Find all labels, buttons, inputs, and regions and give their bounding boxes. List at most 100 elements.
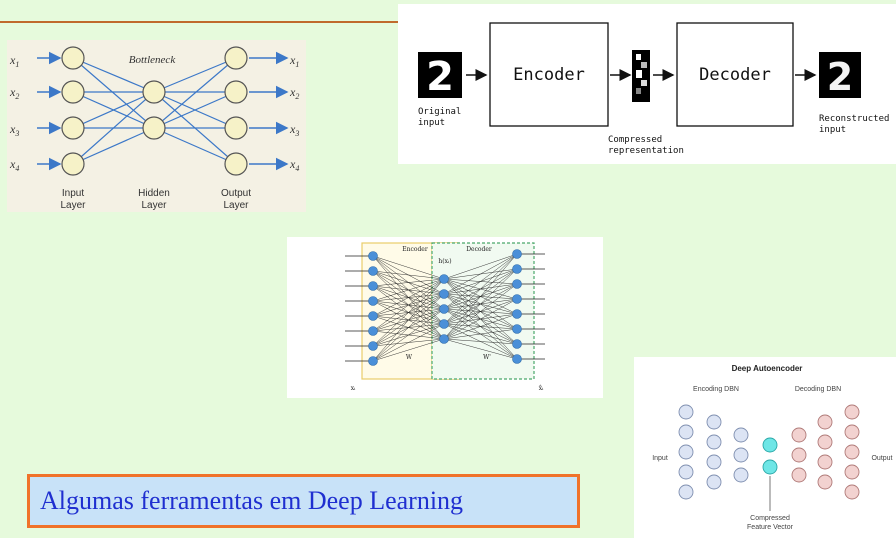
caption-box: Algumas ferramentas em Deep Learning: [27, 474, 580, 528]
code-neuron-5: [439, 334, 449, 344]
edge: [443, 338, 518, 345]
output-neuron-1: [512, 249, 522, 259]
edge: [372, 293, 445, 362]
code-neuron-1: [439, 274, 449, 284]
edge: [372, 270, 445, 280]
decoding-l2-node-3: [817, 454, 833, 470]
output-label-2: x2: [289, 85, 299, 101]
edge: [372, 338, 445, 362]
edge: [443, 328, 518, 340]
edge: [72, 57, 155, 93]
output-label-1: x1: [289, 53, 299, 69]
compressed-line1: Compressed: [608, 135, 662, 145]
edge: [72, 127, 155, 165]
reconstructed-digit-glyph: 2: [827, 55, 853, 99]
code-neuron-2: [439, 289, 449, 299]
encoding-l2-node-4: [706, 474, 722, 490]
encoding-l2-node-2: [706, 434, 722, 450]
decoding-l3-node-5: [844, 484, 860, 500]
output-xhat-label: x̂ᵢ: [539, 385, 544, 392]
compressed-line2: representation: [608, 146, 684, 156]
output-node-2: [224, 80, 248, 104]
edge: [153, 91, 237, 129]
edge: [372, 323, 445, 362]
input-neuron-7: [368, 341, 378, 351]
code-node-1: [762, 437, 778, 453]
edge: [443, 268, 518, 340]
edge: [72, 57, 155, 129]
bottleneck-network-svg: Bottleneck x1 x2 x3 x4 x1 x2 x3 x4 Input…: [9, 46, 299, 211]
original-input-line2: input: [418, 118, 445, 128]
input-node-1: [61, 46, 85, 70]
encoding-l1-node-4: [678, 464, 694, 480]
output-label: Output: [871, 455, 892, 462]
encoder-label: Encoder: [513, 65, 585, 85]
edge: [443, 283, 518, 340]
input-neuron-4: [368, 296, 378, 306]
decoding-l2-node-4: [817, 474, 833, 490]
input-neuron-5: [368, 311, 378, 321]
encoder-title: Encoder: [402, 246, 428, 253]
edge: [72, 91, 155, 165]
edge: [153, 57, 237, 93]
encoder-box: [489, 22, 609, 127]
original-digit-glyph: 2: [426, 54, 454, 100]
edge: [443, 298, 518, 340]
input-layer-label-line2: Layer: [60, 200, 86, 211]
hidden-layer-label-line1: Hidden: [138, 188, 170, 199]
input-node-3: [61, 116, 85, 140]
hidden-node-2: [142, 116, 166, 140]
deep-autoencoder-svg: Deep Autoencoder Encoding DBN Decoding D…: [652, 364, 892, 531]
dense-autoencoder-svg: Encoder h(xᵢ) Decoder W W' xᵢ x̂ᵢ: [345, 242, 545, 392]
original-input-line1: Original: [418, 107, 461, 117]
edge: [443, 253, 518, 295]
output-neuron-6: [512, 324, 522, 334]
encoder-decoder-svg: 2 Encoder Decoder 2 Original input Compr…: [418, 22, 889, 156]
encoding-l1-node-2: [678, 424, 694, 440]
weight-w-label: W: [406, 354, 413, 361]
decoding-l1-node-2: [791, 447, 807, 463]
input-neuron-1: [368, 251, 378, 261]
encoding-l1-node-1: [678, 404, 694, 420]
input-node-2: [61, 80, 85, 104]
edge: [372, 278, 445, 362]
original-digit-image: [418, 52, 462, 98]
compressed-vector-line2: Feature Vector: [747, 524, 794, 531]
reconstructed-digit-image: [819, 52, 861, 98]
output-neuron-8: [512, 354, 522, 364]
dense-autoencoder-figure: Encoder h(xᵢ) Decoder W W' xᵢ x̂ᵢ: [287, 237, 603, 398]
decoder-title: Decoder: [466, 246, 492, 253]
edge: [153, 91, 237, 165]
bottleneck-label: Bottleneck: [129, 54, 177, 66]
edge: [443, 253, 518, 310]
output-neuron-2: [512, 264, 522, 274]
code-title: h(xᵢ): [438, 258, 451, 265]
output-neuron-3: [512, 279, 522, 289]
output-node-1: [224, 46, 248, 70]
encoding-l3-node-2: [733, 447, 749, 463]
encoding-l3-node-1: [733, 427, 749, 443]
compressed-code-image: [632, 50, 650, 102]
code-neuron-3: [439, 304, 449, 314]
edge: [372, 278, 445, 287]
encoder-decoder-figure: 2 Encoder Decoder 2 Original input Compr…: [398, 4, 896, 164]
decoding-l2-node-2: [817, 434, 833, 450]
input-neuron-6: [368, 326, 378, 336]
output-node-3: [224, 116, 248, 140]
encoding-l1-node-3: [678, 444, 694, 460]
deep-autoencoder-title: Deep Autoencoder: [732, 364, 803, 373]
hidden-layer-label-line2: Layer: [141, 200, 167, 211]
reconstructed-line2: input: [819, 125, 846, 135]
weight-w-prime-label: W': [483, 354, 491, 361]
input-label: Input: [652, 455, 668, 462]
code-node-2: [762, 459, 778, 475]
input-neuron-3: [368, 281, 378, 291]
decoding-l3-node-1: [844, 404, 860, 420]
encoding-l2-node-1: [706, 414, 722, 430]
input-label-3: x3: [9, 122, 19, 138]
encoding-dbn-label: Encoding DBN: [693, 386, 739, 393]
edge: [372, 278, 445, 332]
input-label-2: x2: [9, 85, 19, 101]
encoding-l3-node-3: [733, 467, 749, 483]
decoder-box: [676, 22, 794, 127]
